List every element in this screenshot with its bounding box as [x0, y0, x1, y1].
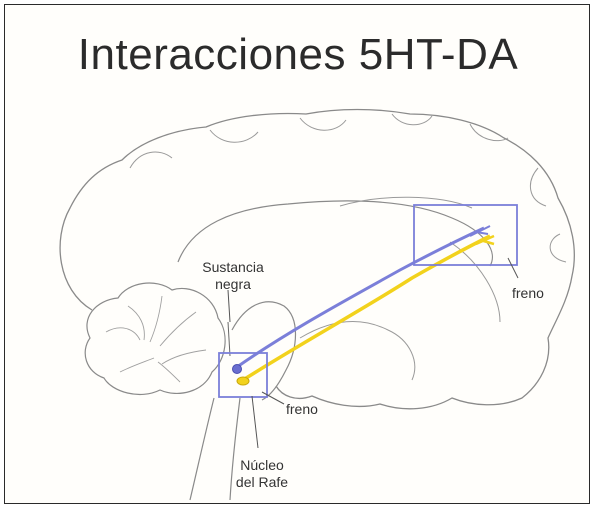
inner-curve — [339, 196, 501, 323]
leader-freno-cortex — [507, 257, 519, 279]
pathway-5ht — [236, 226, 485, 369]
pathway-da — [242, 234, 491, 382]
cortex-box — [413, 204, 518, 266]
label-sustancia-line1: Sustancia — [202, 259, 264, 275]
brainstem-line — [299, 321, 416, 381]
pathway-da-branch — [475, 234, 495, 246]
pathway-5ht-branch — [469, 225, 491, 237]
leader-nucleo — [251, 395, 259, 449]
substantia-nigra-dot — [236, 376, 250, 386]
label-sustancia-line2: negra — [215, 276, 251, 292]
label-nucleo-line1: Núcleo — [240, 457, 284, 473]
raphe-box — [218, 352, 268, 398]
label-freno-raphe: freno — [286, 401, 318, 417]
label-sustancia-negra: Sustancia negra — [197, 259, 269, 293]
brain-outline — [59, 108, 575, 410]
cerebellum — [84, 282, 226, 396]
corpus-callosum — [177, 200, 493, 267]
label-nucleo-line2: del Rafe — [235, 474, 289, 490]
leader-sustancia — [227, 289, 231, 323]
diagram-title: Interacciones 5HT-DA — [77, 30, 519, 79]
cerebellum-folia — [105, 295, 207, 383]
label-freno-cortex: freno — [512, 285, 544, 301]
raphe-nucleus-dot — [232, 364, 242, 374]
leader-freno-raphe — [261, 391, 285, 405]
brainstem-lower — [189, 397, 241, 501]
label-nucleo-rafe: Núcleo del Rafe — [226, 457, 298, 491]
brain-gyri — [129, 113, 567, 263]
raphe-tick — [227, 321, 231, 357]
